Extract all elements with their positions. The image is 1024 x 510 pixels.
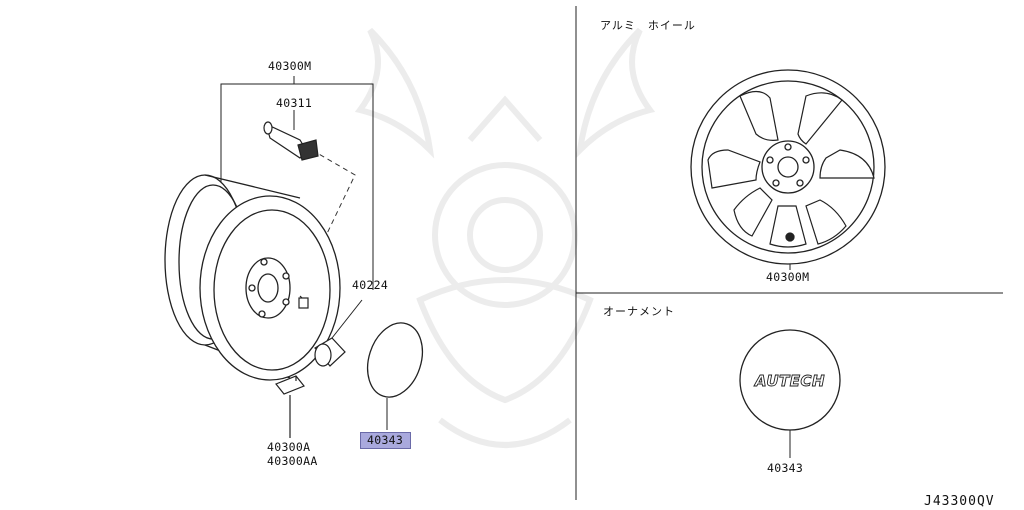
steel-wheel: [164, 174, 341, 381]
balance-weight-part: [275, 375, 305, 438]
diagram-code: J43300QV: [924, 494, 995, 509]
watermark-emblem: [354, 27, 656, 448]
ornament-part-left: [366, 322, 424, 430]
callout-ornament-right: 40343: [767, 461, 804, 475]
emblem-text: AUTECH: [754, 372, 825, 390]
callout-nut: 40224: [352, 278, 389, 292]
callout-valve: 40311: [276, 96, 313, 110]
callout-weight-aa: 40300AA: [267, 454, 318, 468]
ornament-heading: オーナメント: [603, 305, 675, 318]
alloy-wheel-illustration: [690, 69, 886, 270]
section-dividers: [575, 6, 1003, 500]
alloy-wheel-heading: アルミ ホイール: [600, 19, 696, 32]
callout-ornament-highlighted[interactable]: 40343: [360, 432, 412, 449]
lug-nut-part: [298, 295, 363, 367]
ornament-emblem-illustration: AUTECH: [739, 329, 841, 458]
callout-alloy-wheel: 40300M: [766, 270, 810, 284]
callout-wheel-assembly: 40300M: [268, 59, 312, 73]
valve-stem-part: [263, 121, 319, 161]
callout-weight-a: 40300A: [267, 440, 311, 454]
